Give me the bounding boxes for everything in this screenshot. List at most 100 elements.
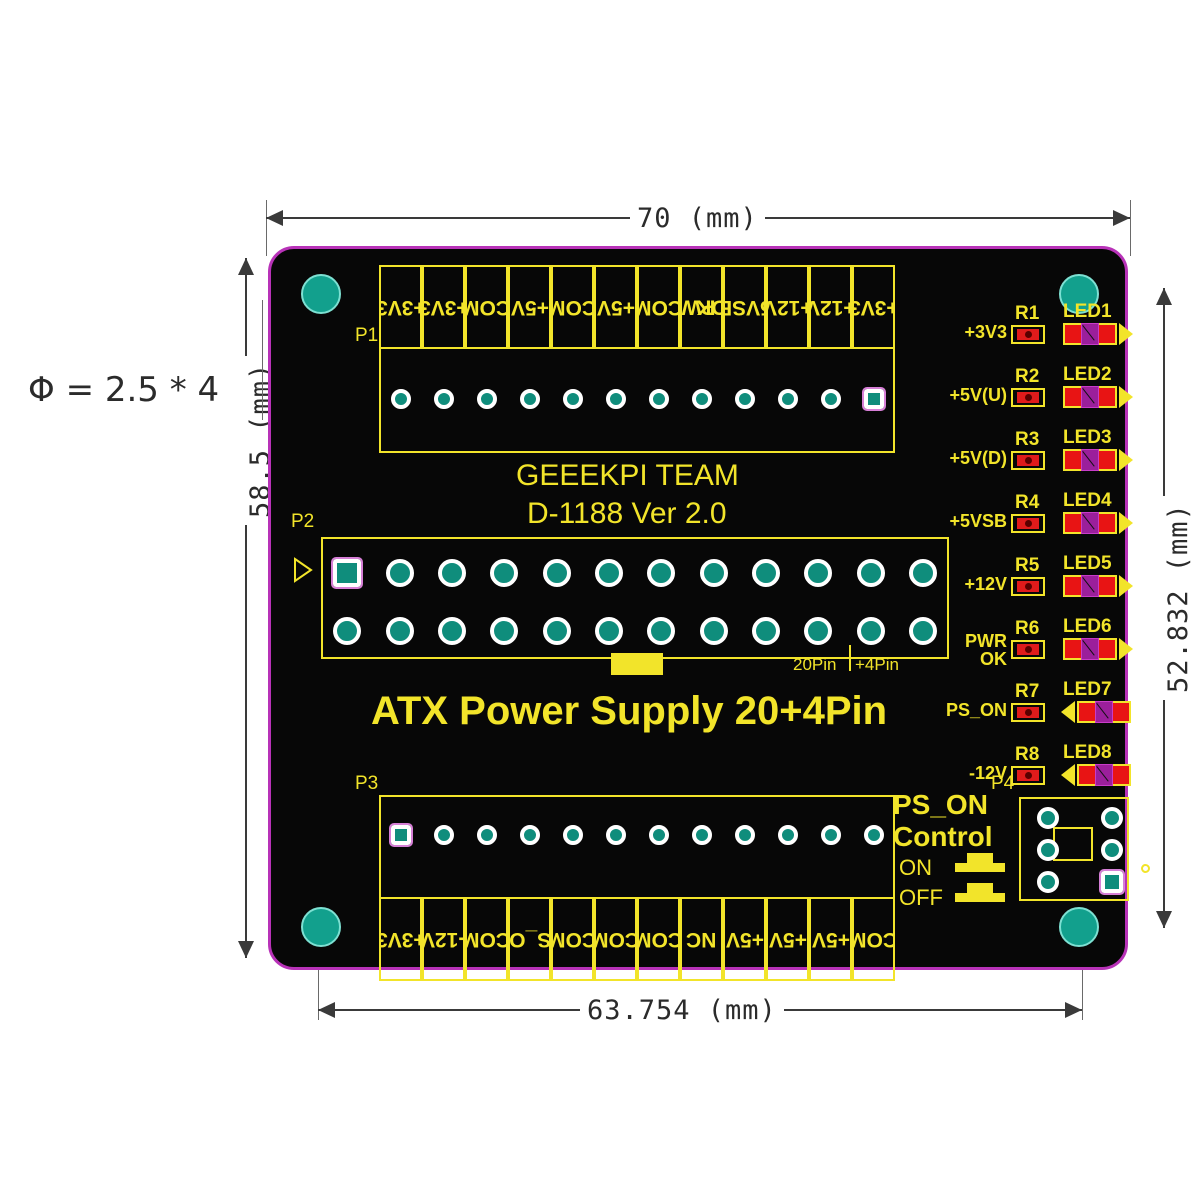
resistor-refdes: R3 [1015,429,1040,450]
p3-pad[interactable] [648,825,669,845]
p3-pad[interactable] [734,825,755,845]
p2-pad[interactable] [594,559,623,587]
p1-pad[interactable] [777,389,798,409]
p2-segment-20pin: 20Pin [793,655,837,674]
p1-pad[interactable] [605,389,626,409]
jumper-off-glyph-base [955,893,1005,902]
p1-tag: P1 [355,325,379,346]
p2-pad[interactable] [908,617,937,645]
p2-pad[interactable] [385,559,414,587]
p1-pad[interactable] [691,389,712,409]
indicator-net-label: +3V3 [964,322,1007,342]
p3-pad[interactable] [863,825,884,845]
p2-pad[interactable] [542,617,571,645]
p2-pad[interactable] [490,617,519,645]
resistor-refdes: R5 [1015,555,1040,576]
p1-pad[interactable] [562,389,583,409]
p1-pin-label: +5V [594,265,637,349]
ps-on-control-title-2: Control [893,821,993,852]
p1-pad[interactable] [433,389,454,409]
p1-pin-label: +3V3 [422,265,465,349]
dim-arrow-right-bottom [1156,911,1172,928]
mounting-hole-bottom-right [1059,907,1099,947]
p4-pad[interactable] [1101,839,1123,861]
p2-pad[interactable] [699,559,728,587]
resistor-symbol [1011,640,1045,659]
p2-pad[interactable] [647,617,676,645]
p1-pad-pin1-square[interactable] [861,387,886,411]
ps-on-control-title-1: PS_ON [893,789,988,820]
p2-pad[interactable] [385,617,414,645]
p4-pad[interactable] [1037,871,1059,893]
p1-pad[interactable] [519,389,540,409]
p1-pad[interactable] [476,389,497,409]
p2-polarity-notch [611,653,663,675]
p1-pad[interactable] [734,389,755,409]
indicator-net-label: +12V [964,574,1007,594]
led-refdes: LED6 [1063,616,1112,637]
p2-segment-4pin: +4Pin [855,655,899,674]
ps-on-state-on: ON [899,855,932,880]
p2-pad[interactable] [333,617,362,645]
p1-pin-label: +3V3 [379,265,422,349]
p3-pin-label: COM [551,897,594,981]
main-label: ATX Power Supply 20+4Pin [371,689,888,733]
p3-pad[interactable] [562,825,583,845]
p3-pad[interactable] [777,825,798,845]
callout-vertical [262,300,263,420]
p2-pad[interactable] [751,559,780,587]
p2-pad[interactable] [437,559,466,587]
resistor-symbol [1011,514,1045,533]
p3-pad-pin1-square[interactable] [388,823,413,847]
p3-pad[interactable] [691,825,712,845]
led-refdes: LED8 [1063,742,1112,763]
led-arrow-right-icon [1119,575,1133,597]
pcb-board: P1 +3V3+3V3COM+5VCOM+5VCOMPWROK5VSB+12V+… [268,246,1150,981]
p3-pin-label: NC [680,897,723,981]
led-arrow-right-icon [1119,449,1133,471]
dim-bottom-label: 63.754 (mm) [580,995,784,1026]
p2-pad[interactable] [699,617,728,645]
p3-pin-label: COM [637,897,680,981]
p2-pad[interactable] [856,617,885,645]
p2-pad[interactable] [751,617,780,645]
resistor-symbol [1011,388,1045,407]
ext-line-top-left [266,200,267,256]
p4-pad-pin1-square[interactable] [1099,869,1125,895]
p2-pad-pin1-square[interactable] [331,557,364,589]
mounting-hole-bottom-left [301,907,341,947]
led-symbol [1063,575,1117,597]
p2-pad[interactable] [908,559,937,587]
p1-pin-label: 5VSB [723,265,766,349]
p1-pin-label: COM [465,265,508,349]
p2-pad[interactable] [542,559,571,587]
p2-pad[interactable] [490,559,519,587]
p3-pad[interactable] [519,825,540,845]
led-refdes: LED4 [1063,490,1112,511]
p2-pad[interactable] [804,559,833,587]
p3-pin-label: COM [852,897,895,981]
p2-pad[interactable] [856,559,885,587]
p3-pad[interactable] [605,825,626,845]
p1-pad[interactable] [820,389,841,409]
p3-pad[interactable] [820,825,841,845]
p4-pad[interactable] [1101,807,1123,829]
p4-pad[interactable] [1037,807,1059,829]
p2-pad[interactable] [647,559,676,587]
p2-pad[interactable] [437,617,466,645]
p4-pad[interactable] [1037,839,1059,861]
p2-pad[interactable] [804,617,833,645]
p3-pad[interactable] [433,825,454,845]
p2-pad[interactable] [594,617,623,645]
dim-line-left [245,258,247,958]
resistor-refdes: R8 [1015,744,1040,765]
p1-pad[interactable] [390,389,411,409]
p3-pad[interactable] [476,825,497,845]
p4-outline [1019,797,1129,901]
brand-text: GEEEKPI TEAM [516,459,739,492]
indicator-net-label: -12V [968,763,1007,783]
ps-on-state-off: OFF [899,885,943,910]
p1-pad[interactable] [648,389,669,409]
